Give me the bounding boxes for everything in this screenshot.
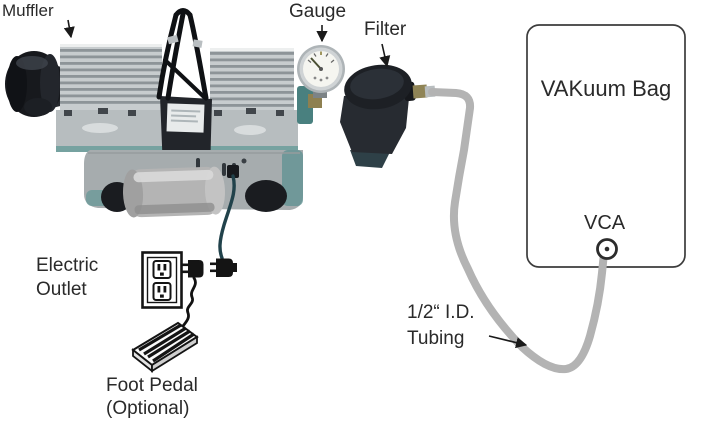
foot-pedal-plug-icon	[182, 260, 204, 278]
vakuum-bag-label: VAKuum Bag	[540, 76, 672, 101]
capacitor-cylinder	[122, 166, 226, 218]
foot-pedal-icon	[131, 321, 199, 373]
foot-pedal-cord	[181, 276, 197, 328]
right-cylinder-head	[206, 48, 298, 152]
tubing-label-line1: 1/2“ I.D.	[407, 302, 475, 323]
vca-port-icon	[596, 238, 618, 260]
tubing-path	[428, 88, 608, 374]
filter-icon	[340, 64, 436, 168]
electric-outlet-label-line1: Electric	[36, 255, 99, 276]
gauge-label: Gauge	[289, 1, 347, 22]
tubing-arrow	[488, 335, 528, 349]
foot-pedal-label: Foot Pedal (Optional)	[106, 374, 198, 420]
electric-outlet-label-line2: Outlet	[36, 279, 87, 300]
filter-arrow	[379, 43, 391, 68]
handle-icon	[156, 8, 209, 101]
pump-plug-icon	[210, 258, 237, 277]
vca-label: VCA	[584, 212, 626, 234]
tubing-label-line2: Tubing	[407, 328, 465, 349]
foot-pedal-label-line2: (Optional)	[106, 398, 190, 419]
vacuum-pump-photo	[5, 8, 436, 260]
left-cylinder-head	[56, 44, 164, 152]
power-cord	[218, 165, 239, 260]
pump-foot-right	[245, 180, 287, 212]
tubing-label: 1/2“ I.D. Tubing	[407, 300, 475, 352]
filter-label: Filter	[364, 19, 407, 40]
muffler-label: Muffler	[2, 1, 54, 20]
muffler-arrow	[63, 19, 75, 39]
gauge-icon	[297, 45, 345, 124]
electric-outlet-icon	[141, 251, 183, 309]
foot-pedal-label-line1: Foot Pedal	[106, 375, 198, 396]
electric-outlet-label: Electric Outlet	[36, 254, 98, 302]
